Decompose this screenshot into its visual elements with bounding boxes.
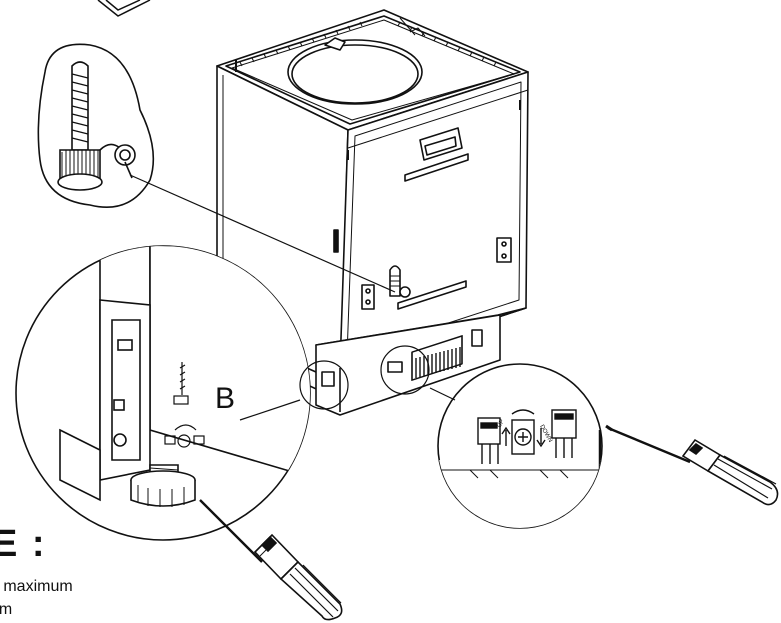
note-text-line-1: e maximum	[0, 578, 73, 595]
up-label: UP	[497, 419, 506, 429]
detail-circle-b	[15, 245, 311, 541]
note-title: E :	[0, 523, 47, 565]
screwdriver-bottom	[199, 499, 343, 621]
screwdriver-right	[605, 424, 779, 506]
callout-letter-b: B	[215, 382, 236, 415]
packaging-box-corner	[97, 0, 151, 17]
callout-leader-line-b	[239, 399, 301, 421]
callout-leader-line	[129, 174, 396, 293]
callout-leader-line-plinth	[429, 387, 456, 401]
zoom-marker-plinth	[380, 345, 430, 395]
detail-circle-plinth: UP DOWN	[437, 363, 603, 529]
adjustable-foot	[130, 464, 196, 507]
note-text-line-2: nm	[0, 601, 13, 618]
zoom-marker-b	[299, 360, 349, 410]
foot-detail-callout	[37, 43, 155, 209]
